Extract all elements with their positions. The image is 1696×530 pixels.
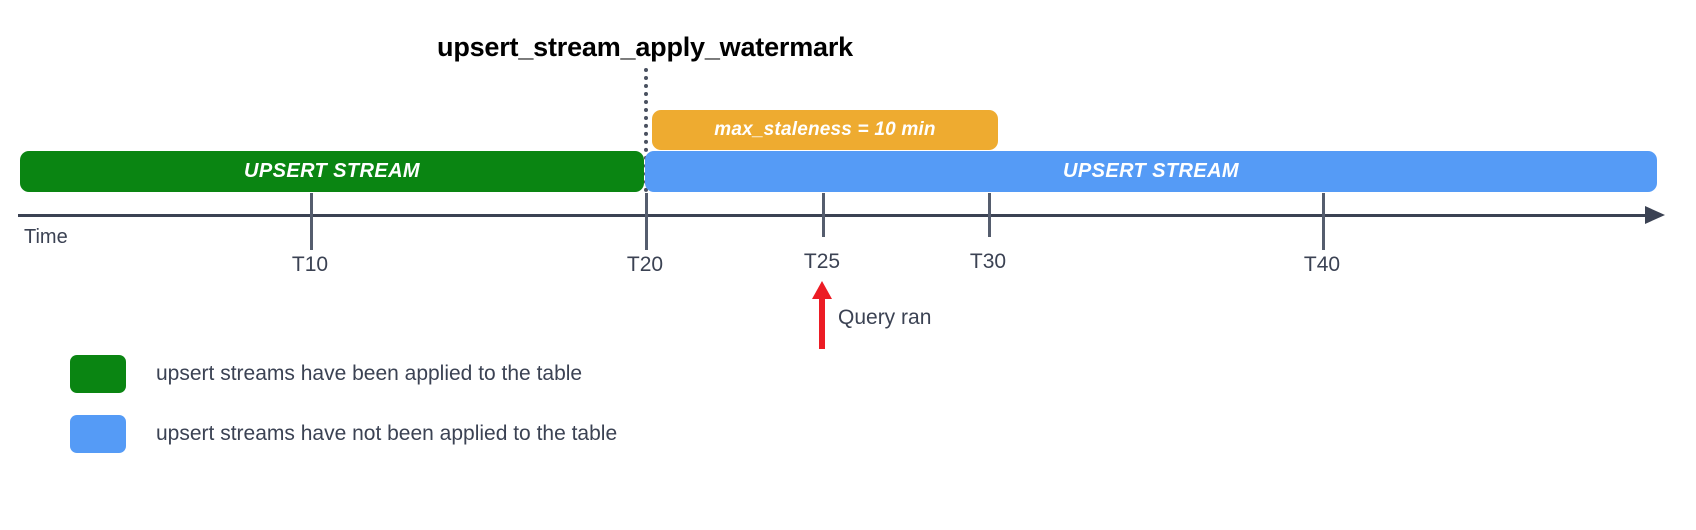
legend-swatch — [70, 355, 126, 393]
legend-item: upsert streams have been applied to the … — [70, 355, 582, 393]
legend-label: upsert streams have not been applied to … — [156, 422, 618, 445]
legend-label: upsert streams have been applied to the … — [156, 362, 583, 385]
tick-mark-t40 — [1322, 193, 1325, 250]
tick-mark-t30 — [988, 193, 991, 237]
diagram-title: upsert_stream_apply_watermark — [437, 32, 853, 62]
bar-max-staleness: max_staleness = 10 min — [652, 110, 998, 150]
tick-label-t25: T25 — [803, 250, 841, 273]
tick-mark-t10 — [310, 193, 313, 250]
bar-upsert-stream-not-applied-label: UPSERT STREAM — [1063, 160, 1239, 182]
tick-label-t20: T20 — [626, 253, 664, 276]
time-axis-label: Time — [24, 226, 68, 248]
bar-upsert-stream-applied: UPSERT STREAM — [20, 151, 644, 192]
bar-upsert-stream-not-applied: UPSERT STREAM — [645, 151, 1657, 192]
tick-label-t10: T10 — [291, 253, 329, 276]
tick-mark-t25 — [822, 193, 825, 237]
time-axis-arrow-icon — [1645, 206, 1665, 224]
tick-mark-t20 — [645, 193, 648, 250]
tick-label-t30: T30 — [969, 250, 1007, 273]
query-ran-arrow-shaft-icon — [819, 297, 825, 349]
time-axis-line — [18, 214, 1656, 217]
tick-label-t40: T40 — [1303, 253, 1341, 276]
bar-upsert-stream-applied-label: UPSERT STREAM — [244, 160, 420, 182]
watermark-dotted-line — [644, 68, 648, 192]
legend-item: upsert streams have not been applied to … — [70, 415, 617, 453]
bar-max-staleness-label: max_staleness = 10 min — [714, 119, 936, 140]
legend-swatch — [70, 415, 126, 453]
query-ran-arrow-head-icon — [812, 281, 832, 299]
query-ran-label: Query ran — [838, 306, 932, 329]
